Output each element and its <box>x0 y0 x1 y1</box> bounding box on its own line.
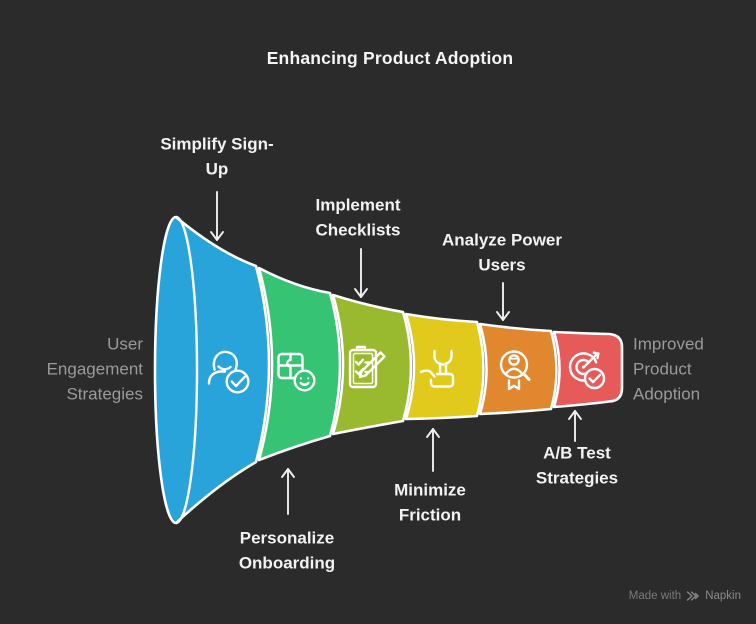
arrow-analyze-power-users <box>496 282 510 321</box>
callout-minimize-friction: Minimize Friction <box>394 480 466 524</box>
arrow-minimize-friction <box>426 428 440 472</box>
funnel-mouth-inner-edge <box>175 215 199 525</box>
target-arrow-check-icon <box>568 351 606 390</box>
funnel-input-label: User Engagement Strategies <box>46 334 143 404</box>
callout-analyze-power-users: Analyze Power Users <box>442 230 562 274</box>
funnel-output-label: Improved Product Adoption <box>633 334 704 404</box>
napkin-logo-icon <box>687 591 700 601</box>
arrow-personalize-onboarding <box>281 468 295 515</box>
watermark-prefix: Made with <box>628 590 682 602</box>
watermark-brand: Napkin <box>705 590 741 602</box>
funnel-stage-simplify-signup <box>153 215 271 525</box>
callout-personalize-onboarding: Personalize Onboarding <box>238 528 336 572</box>
diagram-title: Enhancing Product Adoption <box>266 48 514 68</box>
checklist-pencil-icon <box>348 345 386 389</box>
user-check-icon <box>207 350 250 394</box>
funnel-stage-personalize-onboarding <box>257 266 342 462</box>
hand-wrench-icon <box>419 349 455 388</box>
user-magnifier-icon <box>499 350 531 391</box>
napkin-watermark[interactable]: Made with Napkin <box>629 590 741 602</box>
callout-simplify-signup: Simplify Sign- Up <box>160 134 274 178</box>
callout-implement-checklists: Implement Checklists <box>315 195 401 239</box>
funnel-stage-ab-test-strategies <box>552 330 624 409</box>
funnel-stage-minimize-friction <box>404 312 485 421</box>
puzzle-smiley-icon <box>277 352 316 392</box>
arrow-implement-checklists <box>354 248 368 298</box>
arrow-ab-test-strategies <box>568 410 582 442</box>
callout-ab-test-strategies: A/B Test Strategies <box>535 443 619 487</box>
arrow-simplify-signup <box>210 191 224 241</box>
